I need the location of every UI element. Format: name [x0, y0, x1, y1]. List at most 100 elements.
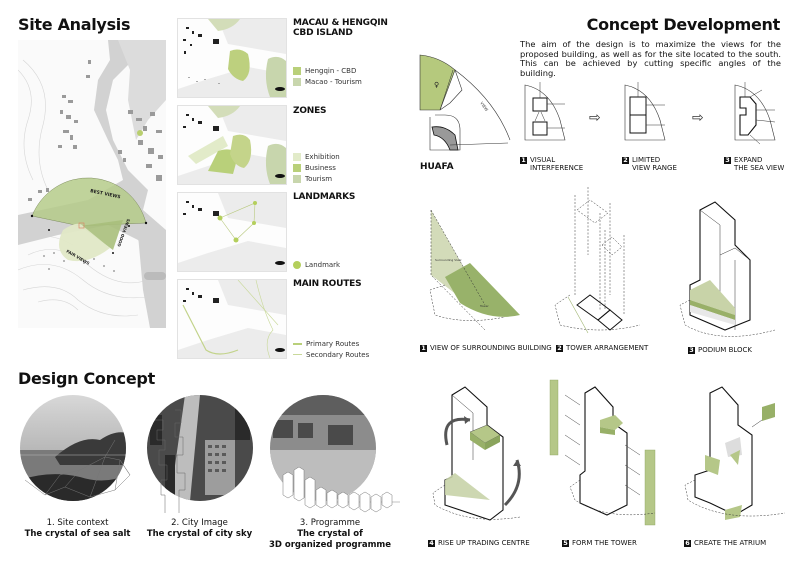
surrounding-view-label: Surrounding View — [435, 258, 462, 262]
step-line2: VIEW RANGE — [632, 164, 677, 172]
legend-item-landmark: Landmark — [293, 259, 393, 270]
legend-label: Secondary Routes — [306, 350, 370, 359]
form-the-tower-drawing — [549, 379, 656, 526]
map-panel-zones — [177, 105, 287, 185]
step-line1: EXPAND — [734, 156, 763, 164]
step-line2: THE SEA VIEW — [734, 164, 785, 172]
cbd-map-drawing — [178, 19, 286, 97]
legend-title-zones: ZONES — [293, 106, 327, 116]
concept-image-city — [145, 395, 260, 515]
legend-item-secondary-routes: Secondary Routes — [293, 349, 393, 360]
legend-label: Primary Routes — [306, 339, 360, 348]
site-map: BEST VIEWS FAIR VIEWS GOOD VIEWS — [18, 40, 166, 328]
legend-item-primary-routes: Primary Routes — [293, 338, 393, 349]
massing-diagram-4 — [425, 385, 535, 525]
step-number-badge: 6 — [684, 538, 691, 547]
concept-caption-1: 1. Site context The crystal of sea salt — [20, 518, 135, 540]
massing-diagram-6 — [680, 385, 800, 530]
legend-label: Business — [305, 163, 336, 172]
svg-text:♀: ♀ — [434, 81, 439, 89]
step-label-text: CREATE THE ATRIUM — [694, 539, 767, 547]
swatch-icon — [293, 66, 301, 75]
legend-label: Exhibition — [305, 152, 340, 161]
legend-cbd: MACAU & HENGQIN CBD ISLAND Hengqin - CBD… — [293, 18, 393, 87]
caption-text: 1. Site context — [46, 518, 109, 528]
legend-label: Hengqin - CBD — [305, 66, 357, 75]
legend-item-hengqin-cbd: Hengqin - CBD — [293, 65, 393, 76]
swatch-icon — [293, 174, 301, 183]
legend-label: Landmark — [305, 260, 341, 269]
legend-title-routes: MAIN ROUTES — [293, 279, 362, 289]
step-label-text: VIEW OF SURROUNDING BUILDING — [430, 344, 552, 352]
massing-diagram-2 — [550, 185, 660, 335]
swatch-icon — [293, 163, 301, 172]
huafa-view-drawing: ♀ VIEW — [419, 54, 511, 151]
best-views-sector — [31, 177, 147, 227]
caption-subtitle: The crystal of — [297, 529, 363, 539]
hexagonal-prisms — [282, 466, 393, 513]
legend-title-cbd-2: CBD ISLAND — [293, 28, 353, 38]
step-number-badge: 3 — [724, 155, 731, 164]
step-label-text: FORM THE TOWER — [572, 539, 637, 547]
site-analysis-title: Site Analysis — [18, 15, 131, 34]
caption-subtitle-2: 3D organized programme — [268, 540, 392, 550]
good-views-sector — [80, 220, 123, 250]
caption-subtitle: The crystal of sea salt — [24, 529, 131, 539]
step-number-badge: 4 — [428, 538, 435, 547]
primary-route-line-icon — [293, 342, 302, 345]
landmarks-map-drawing — [178, 193, 286, 265]
step-number-badge: 5 — [562, 538, 569, 547]
swatch-icon — [293, 152, 301, 161]
step-line1: LIMITED — [632, 156, 661, 164]
massing-diagram-3 — [679, 200, 790, 340]
tower-arrangement-drawing — [554, 187, 641, 334]
step-line1: VISUAL — [530, 156, 556, 164]
view-step-2-diagram — [620, 80, 680, 152]
view-step-1-diagram — [520, 80, 580, 152]
massing-diagram-1: Surrounding View Tower — [425, 205, 535, 335]
view-arc-label: VIEW — [479, 101, 489, 112]
sea-salt-crystal-image — [20, 395, 131, 501]
legend-landmarks: LANDMARKS Landmark — [293, 192, 393, 270]
visual-interference-drawing — [524, 82, 566, 141]
legend-title-cbd-1: MACAU & HENGQIN — [293, 18, 388, 28]
arrow-right-icon: ⇨ — [589, 110, 601, 126]
step-number-badge: 2 — [556, 343, 563, 352]
analysis-panels — [177, 18, 287, 359]
legend-label: Macao - Tourism — [305, 77, 362, 86]
concept-image-programme — [268, 395, 403, 515]
legend-item-macao-tourism: Macao - Tourism — [293, 76, 393, 87]
huafa-label: HUAFA — [420, 162, 454, 172]
legend-item-business: Business — [293, 162, 393, 173]
secondary-route-line-icon — [293, 354, 302, 355]
contour-lines — [18, 59, 159, 317]
caption-text: 2. City Image — [171, 518, 228, 528]
legend-zones: ZONES Exhibition Business Tourism — [293, 106, 393, 184]
step-line2: INTERFERENCE — [530, 164, 584, 172]
concept-development-title: Concept Development — [586, 15, 781, 34]
site-map-drawing: BEST VIEWS FAIR VIEWS GOOD VIEWS — [18, 40, 166, 328]
massing-diagram-5 — [545, 375, 670, 530]
landmark-dot-icon — [293, 260, 301, 269]
legend-title-landmarks: LANDMARKS — [293, 192, 356, 202]
surrounding-building-view-drawing: Surrounding View Tower — [429, 209, 520, 331]
step-number-badge: 1 — [520, 155, 527, 164]
step-label-text: TOWER ARRANGEMENT — [566, 344, 649, 352]
city-sky-crystal-image — [147, 395, 253, 513]
concept-caption-2: 2. City Image The crystal of city sky — [142, 518, 257, 540]
expand-sea-view-drawing — [734, 82, 776, 145]
legend-label: Tourism — [305, 174, 333, 183]
step-label-text: RISE UP TRADING CENTRE — [438, 539, 530, 547]
design-concept-title: Design Concept — [18, 369, 155, 388]
legend-item-exhibition: Exhibition — [293, 151, 393, 162]
caption-subtitle: The crystal of city sky — [146, 529, 253, 539]
routes-map-drawing — [178, 280, 286, 358]
concept-caption-3: 3. Programme The crystal of 3D organized… — [265, 518, 395, 551]
